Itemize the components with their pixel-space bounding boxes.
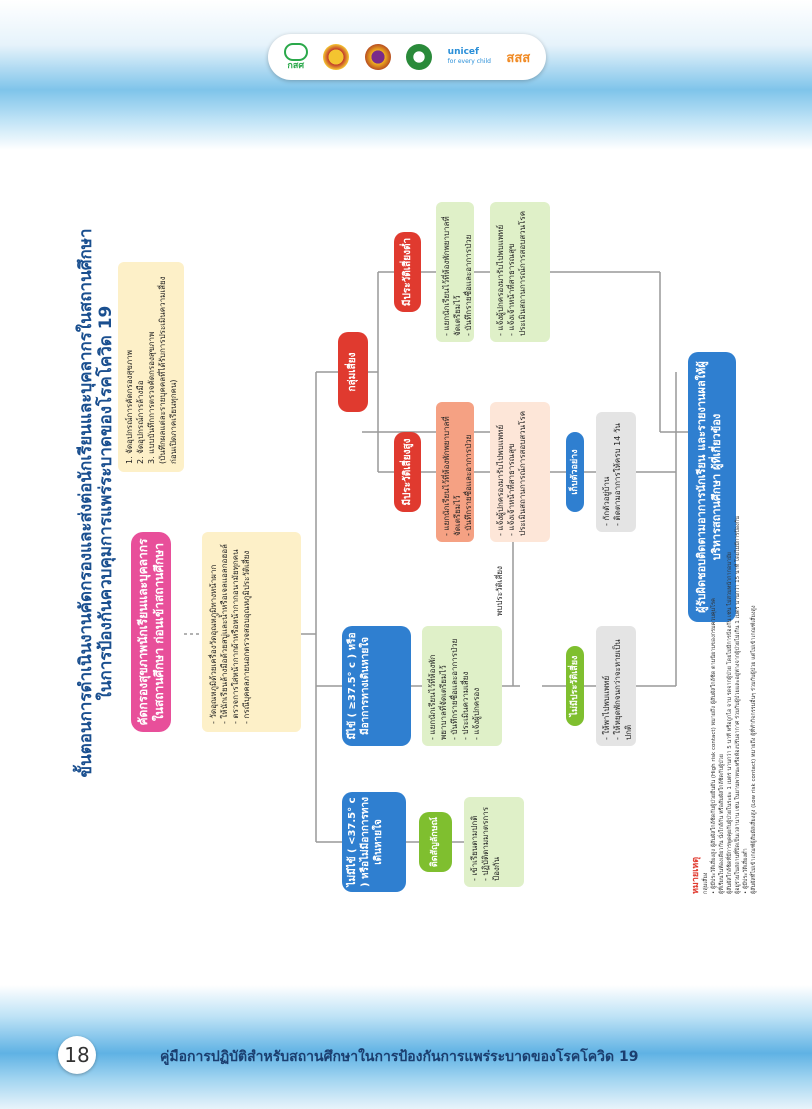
low-risk-refer: - แจ้งผู้ปกครองมารับไปพบแพทย์ - แจ้งเจ้า… — [490, 202, 550, 342]
obec-logo — [364, 44, 391, 70]
screening-title: คัดกรองสุขภาพนักเรียนและบุคลากรในสถานศึก… — [131, 532, 171, 732]
thaihealth-logo: สสส — [506, 50, 531, 66]
no-fever-box: ไม่มีไข้ ( <37.5° c ) หรือไม่มีอาการทางเ… — [342, 792, 406, 892]
low-risk-steps: - แยกนักเรียนไว้ที่ห้องพักพยาบาลที่จัดเต… — [436, 202, 474, 342]
low-risk-refer-3: ประเมินสถานการณ์การสอบสวนโรค — [518, 210, 527, 336]
equipment-3: 3. แบบบันทึกการตรวจคัดกรองสุขภาพ — [147, 331, 156, 464]
moe-logo — [323, 44, 350, 70]
screening-step-2: - ให้นักเรียนล้างมือด้วยสบู่และน้ำหรือเจ… — [220, 544, 229, 724]
notes-line-5: • ผู้มีประวัติเสี่ยงต่ำ — [743, 848, 749, 894]
low-risk-refer-2: - แจ้งเจ้าหน้าที่สาธารณสุข — [507, 243, 516, 336]
high-risk-step-2: - บันทึกรายชื่อและอาการป่วย — [464, 434, 473, 536]
notes-title: หมายเหตุ — [691, 856, 701, 894]
equipment-box: 1. จัดอุปกรณ์การคัดกรองสุขภาพ 2. จัดอุปก… — [118, 262, 184, 472]
unicef-logo: unicef for every child — [447, 47, 491, 65]
fever-steps: - แยกนักเรียนไว้ที่ห้องพักพยาบาลที่จัดเต… — [422, 626, 502, 746]
sticker-label: ติดสัญลักษณ์ — [419, 812, 452, 872]
no-risk-steps: - ให้พาไปพบแพทย์ - ให้หยุดพักจนกว่าจะหาย… — [596, 626, 636, 746]
no-fever-steps: - เข้าเรียนตามปกติ - ปฏิบัติตามมาตรการป้… — [464, 797, 524, 887]
quarantine-step-1: - กักตัวอยู่บ้าน — [602, 476, 611, 526]
flowchart: ขั้นตอนการดำเนินงานคัดกรองและส่งต่อนักเร… — [76, 114, 752, 892]
sample-label: เก็บตัวอย่าง — [566, 432, 584, 512]
equipment-4: (บันทึกผลแต่ละรายบุคคลที่ได้รับการประเมิ… — [158, 276, 178, 464]
low-risk-step-2: - บันทึกรายชื่อและอาการป่วย — [464, 234, 473, 336]
fever-box: มีไข้ ( ≥37.5° c ) หรือมีอาการทางเดินหาย… — [342, 626, 411, 746]
screening-step-4: - กรณีบุคคลภายนอกตรวจสอบอุณหภูมิประวัติเ… — [242, 550, 251, 724]
logo-bar: กสศ unicef for every child สสส — [268, 34, 546, 80]
equipment-1: 1. จัดอุปกรณ์การคัดกรองสุขภาพ — [125, 350, 134, 464]
fever-step-2: - บันทึกรายชื่อและอาการป่วย — [450, 638, 459, 740]
notes: หมายเหตุ กลุ่มเสี่ยง • ผู้มีประวัติเสี่ย… — [688, 474, 808, 894]
no-risk-step-1: - ให้พาไปพบแพทย์ — [602, 675, 611, 740]
fever-step-1: - แยกนักเรียนไว้ที่ห้องพักพยาบาลที่จัดเต… — [428, 654, 448, 740]
high-risk-refer-3: ประเมินสถานการณ์การสอบสวนโรค — [518, 410, 527, 536]
equipment-2: 2. จัดอุปกรณ์การล้างมือ — [136, 380, 145, 464]
notes-line-6: ผู้สัมผัสที่ไม่เข้าเกณฑ์ผู้สัมผัสเสี่ยงส… — [751, 605, 757, 894]
notes-sub: กลุ่มเสี่ยง — [703, 872, 709, 894]
low-risk: มีประวัติเสี่ยงต่ำ — [394, 232, 421, 312]
high-risk-steps: - แยกนักเรียนไว้ที่ห้องพักพยาบาลที่จัดเต… — [436, 402, 474, 542]
fever-step-4: - แจ้งผู้ปกครอง — [472, 687, 481, 740]
high-risk-refer-2: - แจ้งเจ้าหน้าที่สาธารณสุข — [507, 443, 516, 536]
no-fever-step-2: - ปฏิบัติตามมาตรการป้องกัน — [481, 806, 501, 881]
notes-line-4: ผู้อยู่ร่วมในสถานที่ปิดเป็นเวลานาน เช่น … — [735, 516, 741, 894]
high-risk-refer-1: - แจ้งผู้ปกครองมารับไปพบแพทย์ — [496, 424, 505, 536]
footer-band — [0, 985, 812, 1109]
notes-line-2: ผู้ที่เรียนในห้องเดียวกัน นั่งใกล้กัน หร… — [719, 754, 725, 894]
low-risk-refer-1: - แจ้งผู้ปกครองมารับไปพบแพทย์ — [496, 224, 505, 336]
no-risk-step-2: - ให้หยุดพักจนกว่าจะหายเป็นปกติ — [613, 639, 633, 740]
no-fever-step-1: - เข้าเรียนตามปกติ — [470, 815, 479, 881]
no-risk-history: ไม่มีประวัติเสี่ยง — [566, 646, 584, 726]
high-risk: มีประวัติเสี่ยงสูง — [394, 432, 421, 512]
notes-line-3: ผู้สัมผัสใกล้ชิดที่มีการพูดคุยกับผู้ป่วย… — [727, 552, 733, 894]
risk-group: กลุ่มเสี่ยง — [338, 332, 368, 412]
quarantine-step-2: - ติดตามอาการให้ครบ 14 วัน — [613, 423, 622, 526]
screening-steps-box: - วัดอุณหภูมิด้วยเครื่องวัดอุณหภูมิทางหน… — [202, 532, 301, 732]
fever-step-3: - ประเมินความเสี่ยง — [461, 671, 470, 740]
page-number: 18 — [58, 1036, 96, 1074]
screening-step-3: - ตรวจการใส่หน้ากากผ้าหรือหน้ากากอนามัยท… — [231, 549, 240, 724]
notes-line-1: • ผู้มีประวัติเสี่ยงสูง ผู้สัมผัสใกล้ชิด… — [711, 598, 717, 894]
moph-logo — [406, 44, 433, 70]
found-risk-label: พบประวัติเสี่ยง — [495, 566, 504, 616]
low-risk-step-1: - แยกนักเรียนไว้ที่ห้องพักพยาบาลที่จัดเต… — [442, 216, 462, 336]
high-risk-refer: - แจ้งผู้ปกครองมารับไปพบแพทย์ - แจ้งเจ้า… — [490, 402, 550, 542]
footer-title: คู่มือการปฏิบัติสำหรับสถานศึกษาในการป้อง… — [160, 1049, 639, 1065]
screening-step-1: - วัดอุณหภูมิด้วยเครื่องวัดอุณหภูมิทางหน… — [209, 564, 218, 724]
quarantine-steps: - กักตัวอยู่บ้าน - ติดตามอาการให้ครบ 14 … — [596, 412, 636, 532]
nha-logo: กสศ — [283, 43, 308, 71]
high-risk-step-1: - แยกนักเรียนไว้ที่ห้องพักพยาบาลที่จัดเต… — [442, 416, 462, 536]
